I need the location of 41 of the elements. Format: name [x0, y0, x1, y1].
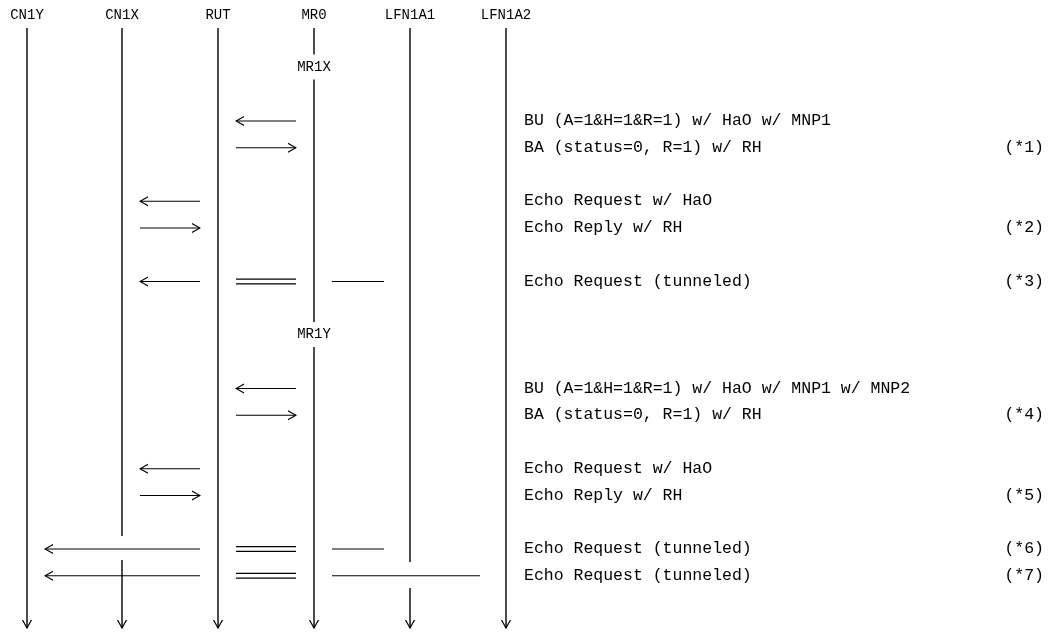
participant-name: CN1Y: [9, 6, 45, 24]
message-label: BU (A=1&H=1&R=1) w/ HaO w/ MNP1: [524, 111, 831, 131]
message-arrow: [235, 115, 297, 127]
note-mark: (*3): [1004, 271, 1044, 292]
participant-name: RUT: [204, 6, 232, 24]
message-arrow: [44, 570, 201, 581]
lifeline: [384, 6, 436, 562]
message-arrow: [139, 463, 201, 474]
address-label: MR1X: [296, 57, 332, 76]
lifeline: [104, 6, 140, 536]
participant-name: CN1X: [104, 6, 140, 24]
message-label: Echo Reply w/ RH: [524, 485, 683, 506]
message-arrow: [139, 196, 201, 207]
note-mark: (*1): [1004, 137, 1044, 158]
message-label: Echo Reply w/ RH: [524, 218, 683, 238]
message-arrow: [235, 410, 297, 421]
message-arrow: [139, 490, 201, 501]
message-arrow: [235, 383, 297, 394]
message-label: BU (A=1&H=1&R=1) w/ HaO w/ MNP1 w/ MNP2: [524, 378, 911, 399]
participant-name: LFN1A2: [480, 6, 532, 24]
participant-name: LFN1A1: [384, 6, 436, 24]
message-arrow: [235, 142, 297, 153]
message-label: Echo Request (tunneled): [524, 539, 752, 559]
note-mark: (*6): [1004, 539, 1044, 559]
participant-name: MR0: [300, 6, 328, 24]
message-label: Echo Request (tunneled): [524, 565, 752, 586]
lifeline: [296, 6, 332, 630]
message-label: BA (status=0, R=1) w/ RH: [524, 137, 762, 158]
note-mark: (*2): [1004, 218, 1044, 238]
message-label: Echo Request w/ HaO: [524, 191, 713, 212]
note-mark: (*7): [1004, 565, 1044, 586]
message-arrow: [139, 276, 201, 287]
message-label: Echo Request (tunneled): [524, 271, 752, 292]
address-label: MR1Y: [296, 325, 332, 343]
message-arrow: [44, 543, 201, 555]
message-arrow: [139, 222, 201, 234]
message-label: BA (status=0, R=1) w/ RH: [524, 405, 762, 426]
note-mark: (*4): [1004, 405, 1044, 426]
lifeline: [9, 6, 45, 630]
message-label: Echo Request w/ HaO: [524, 458, 713, 479]
note-mark: (*5): [1004, 485, 1044, 506]
